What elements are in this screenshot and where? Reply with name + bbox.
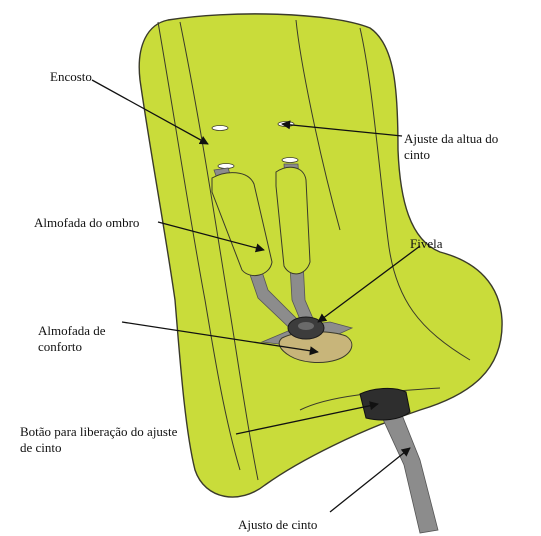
label-fivela: Fivela — [410, 236, 443, 252]
label-encosto: Encosto — [50, 69, 92, 85]
label-ajuste-altura: Ajuste da altua do cinto — [404, 131, 498, 163]
label-almofada-conforto: Almofada de conforto — [38, 323, 106, 355]
harness-slot-upper-left — [212, 126, 228, 131]
buckle-center — [298, 322, 314, 330]
label-botao-liberacao: Botão para liberação do ajuste de cinto — [20, 424, 177, 456]
leader-ajuste-cinto — [330, 448, 410, 512]
seat-shell — [139, 14, 502, 497]
label-almofada-ombro: Almofada do ombro — [34, 215, 139, 231]
harness-slot-lower-left — [218, 164, 234, 169]
harness-slot-lower-right — [282, 158, 298, 163]
buckle — [288, 317, 324, 339]
release-button — [360, 388, 410, 420]
label-ajuste-cinto: Ajusto de cinto — [238, 517, 317, 533]
